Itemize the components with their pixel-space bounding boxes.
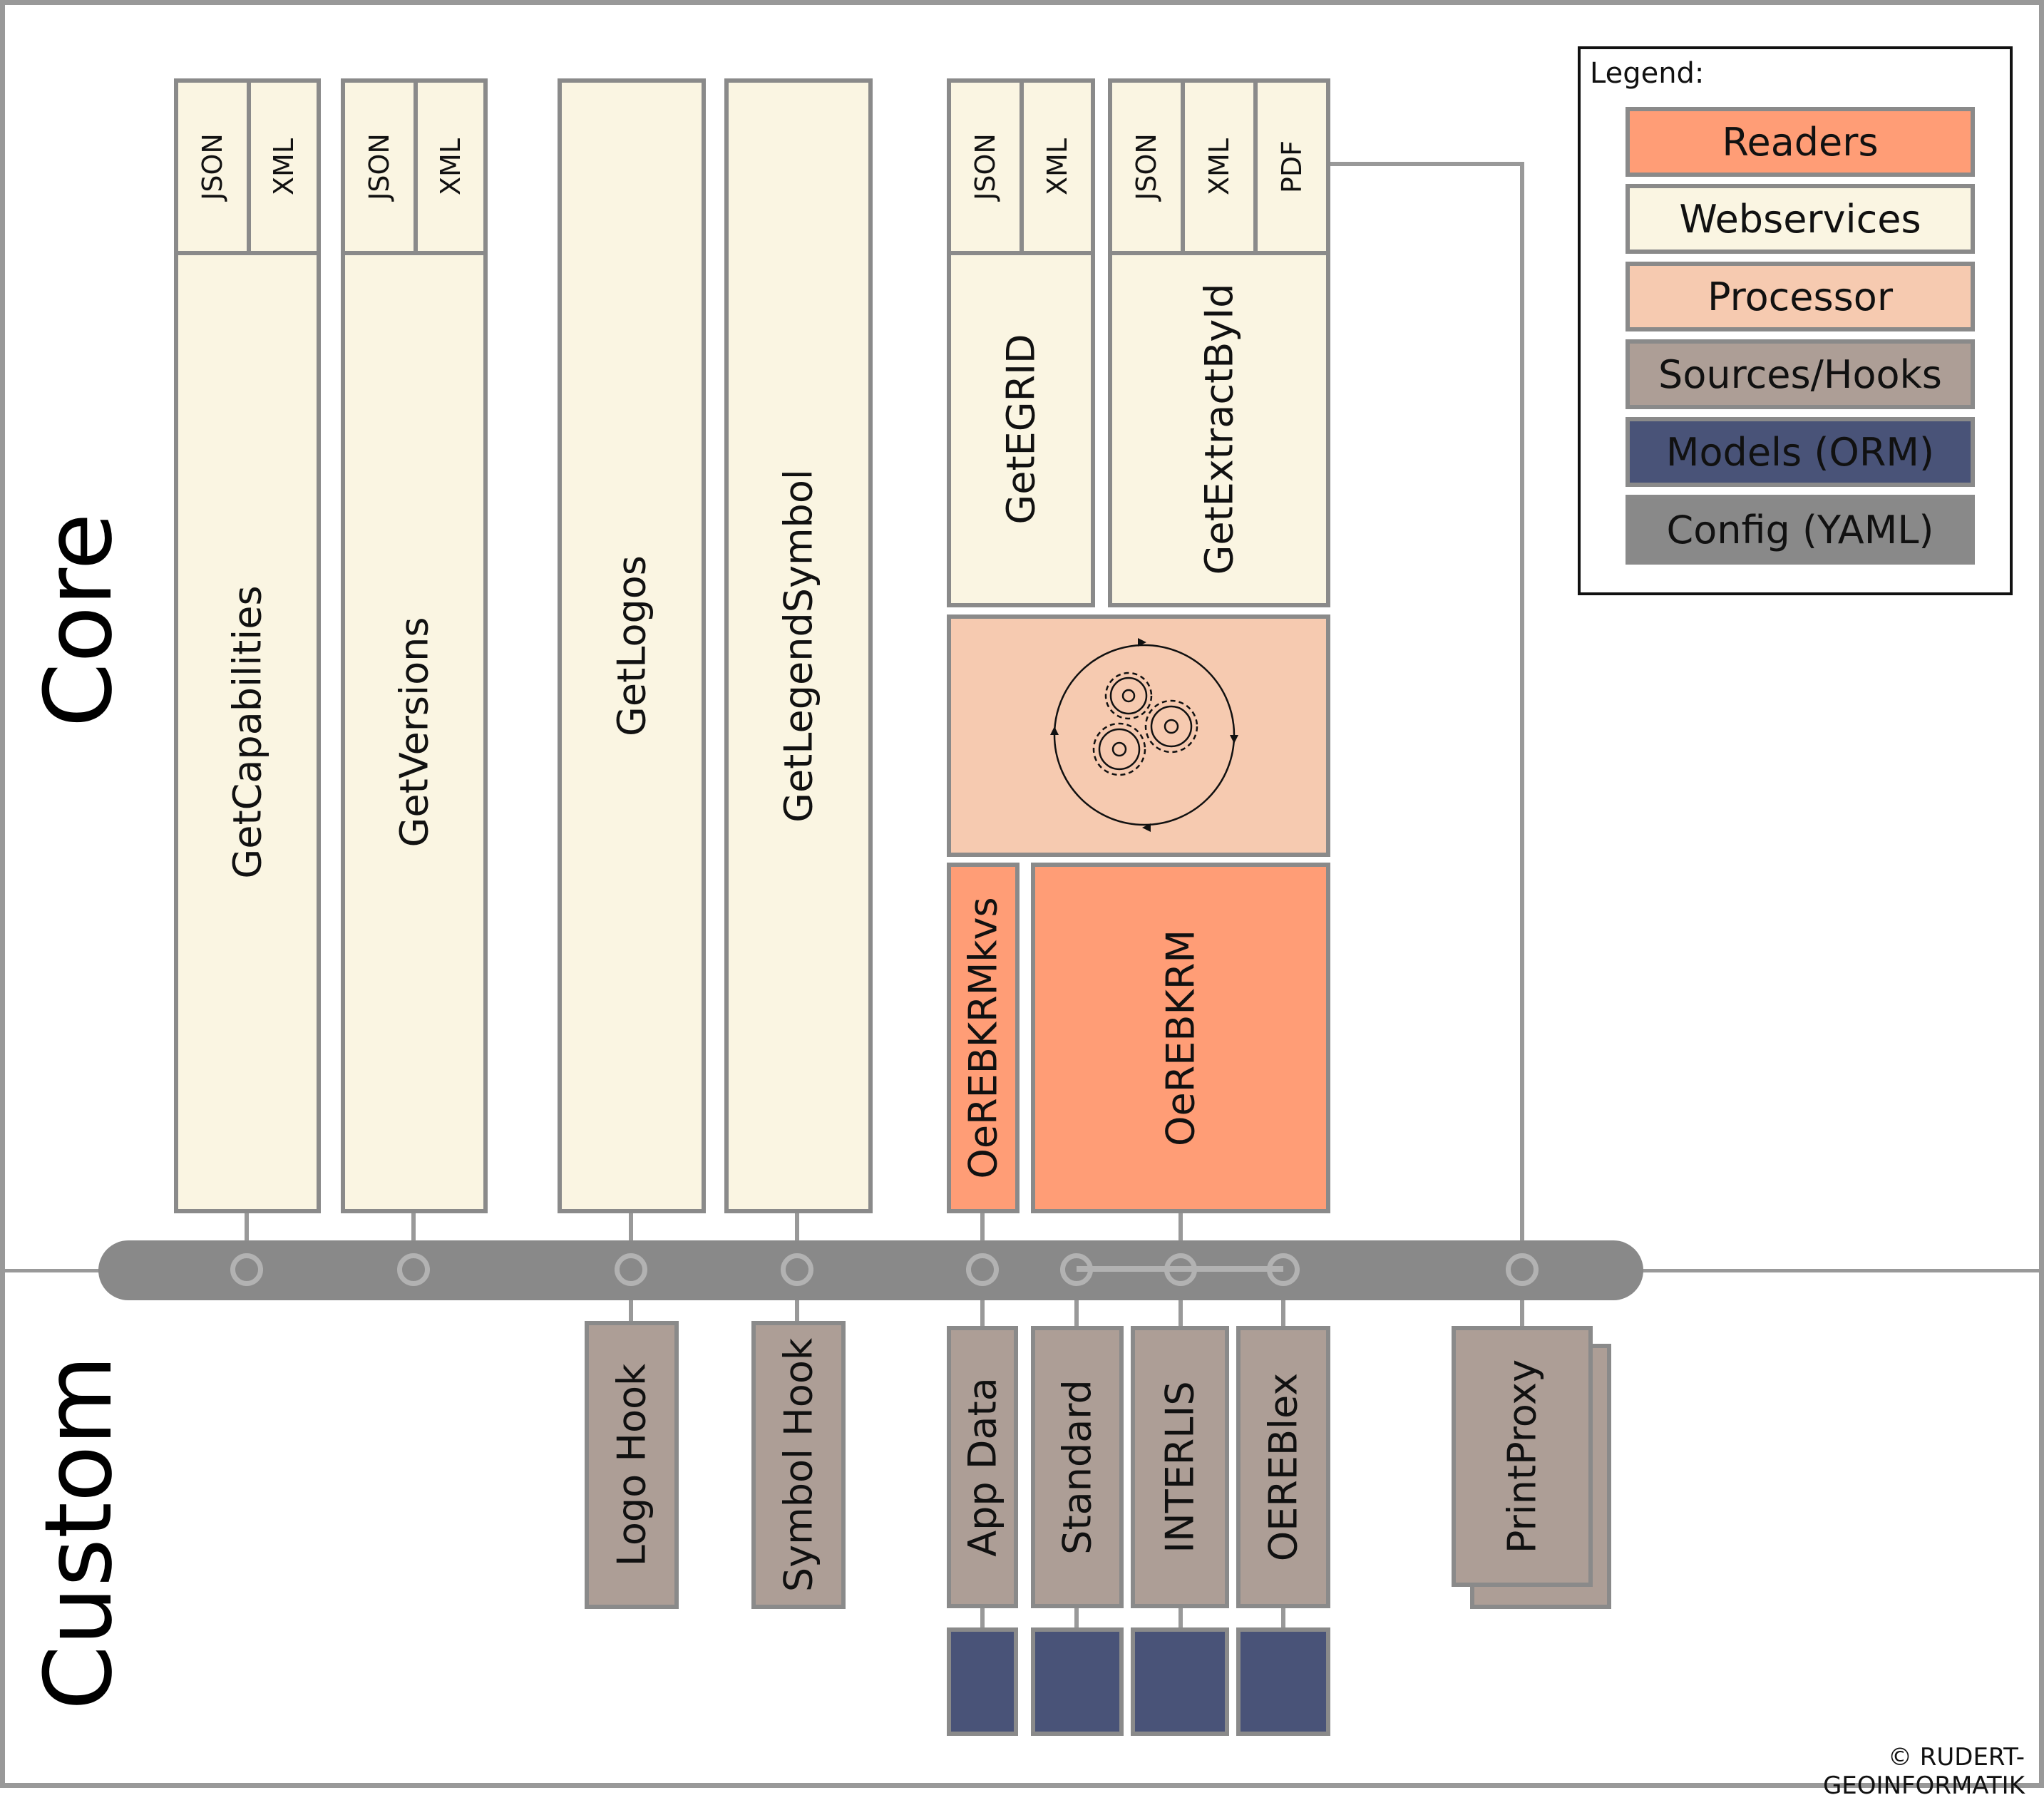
hook-logo: Logo Hook (585, 1321, 679, 1609)
bus-connector (230, 1253, 263, 1286)
format-xml: XML (414, 78, 488, 255)
format-json: JSON (1108, 78, 1185, 255)
legend-item-sources-hooks: Sources/Hooks (1626, 339, 1975, 409)
connector-line (1178, 1604, 1183, 1629)
bus-connector (781, 1253, 813, 1286)
connector-line (1281, 1269, 1285, 1337)
bus-connector (615, 1253, 647, 1286)
source-print-proxy: PrintProxy (1452, 1326, 1593, 1587)
webservice-get-capabilities: GetCapabilities (174, 251, 321, 1213)
format-pdf: PDF (1253, 78, 1330, 255)
format-xml: XML (247, 78, 321, 255)
source-interlis: INTERLIS (1131, 1326, 1229, 1608)
format-json: JSON (341, 78, 418, 255)
processor-box (947, 614, 1330, 857)
source-standard: Standard (1031, 1326, 1124, 1608)
reader-oerebkrm: OeREBKRM (1031, 863, 1330, 1213)
connector-line (1074, 1604, 1079, 1629)
webservice-get-legend-symbol: GetLegendSymbol (724, 78, 873, 1213)
format-xml: XML (1181, 78, 1258, 255)
webservice-get-versions: GetVersions (341, 251, 488, 1213)
print-connector-line (1327, 162, 1524, 166)
source-oereblex: OEREBlex (1236, 1326, 1330, 1608)
connector-line (1281, 1604, 1285, 1629)
custom-section-label: Custom (24, 1354, 133, 1711)
legend-item-webservices: Webservices (1626, 184, 1975, 254)
model-standard (1031, 1627, 1124, 1736)
connector-line (980, 1604, 985, 1629)
legend-title: Legend: (1590, 57, 1705, 90)
legend-item-models: Models (ORM) (1626, 417, 1975, 487)
config-bus (98, 1240, 1643, 1300)
source-app-data: App Data (947, 1326, 1018, 1608)
bus-connector (1506, 1253, 1539, 1286)
bus-connector (397, 1253, 430, 1286)
format-xml: XML (1020, 78, 1095, 255)
legend-item-readers: Readers (1626, 107, 1975, 177)
bus-connector (966, 1253, 999, 1286)
copyright: © RUDERT-GEOINFORMATIK (1822, 1743, 2025, 1800)
legend-item-processor: Processor (1626, 262, 1975, 331)
format-json: JSON (174, 78, 251, 255)
gears-icon (1050, 638, 1238, 832)
connector-line (1520, 1269, 1524, 1337)
legend-item-config: Config (YAML) (1626, 495, 1975, 565)
core-section-label: Core (24, 513, 133, 728)
model-oereblex (1236, 1627, 1330, 1736)
webservice-get-logos: GetLogos (558, 78, 706, 1213)
reader-oerebkrmkvs: OeREBKRMkvs (947, 863, 1020, 1213)
print-connector-line (1520, 162, 1524, 1274)
hook-symbol: Symbol Hook (751, 1321, 846, 1609)
connector-line (1074, 1269, 1079, 1337)
bus-link (1077, 1266, 1283, 1272)
model-app-data (947, 1627, 1018, 1736)
format-json: JSON (947, 78, 1024, 255)
model-interlis (1131, 1627, 1229, 1736)
webservice-get-egrid: GetEGRID (947, 251, 1095, 607)
webservice-get-extract-by-id: GetExtractById (1108, 251, 1330, 607)
